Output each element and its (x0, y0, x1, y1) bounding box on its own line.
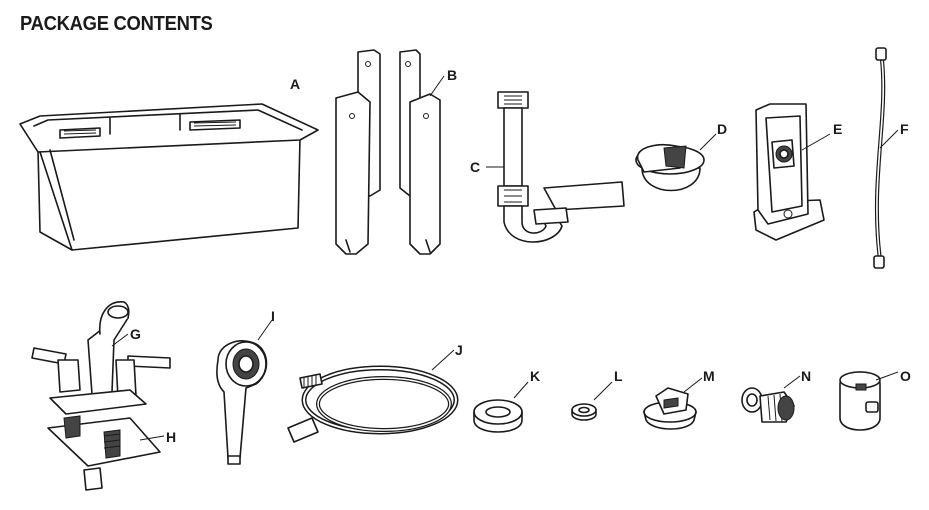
part-label-i: I (271, 308, 275, 324)
drain-stopper-icon (636, 134, 716, 191)
sink-basin-icon (20, 104, 318, 250)
large-washer-icon (474, 382, 528, 432)
part-label-m: M (703, 368, 715, 384)
strainer-nut-icon (644, 378, 702, 429)
hose-adapter-icon (742, 376, 800, 422)
faucet-mounting-plate-icon (48, 416, 164, 490)
part-label-l: L (614, 368, 623, 384)
hose-connector-icon (840, 372, 898, 430)
part-label-d: D (717, 121, 727, 137)
spray-hose-icon (288, 350, 456, 442)
small-washer-icon (572, 382, 612, 420)
part-label-k: K (530, 368, 540, 384)
part-label-b: B (447, 67, 457, 83)
part-label-e: E (833, 121, 842, 137)
part-label-n: N (801, 368, 811, 384)
part-label-o: O (900, 368, 911, 384)
supply-hose-icon (874, 48, 898, 268)
wall-bracket-icon (754, 104, 830, 240)
part-label-j: J (455, 342, 463, 358)
faucet-icon (32, 302, 170, 414)
sink-legs-icon (336, 50, 444, 254)
part-label-f: F (900, 121, 909, 137)
part-label-c: C (470, 159, 480, 175)
spray-head-icon (217, 320, 272, 464)
part-label-a: A (290, 76, 300, 92)
part-label-g: G (130, 326, 141, 342)
p-trap-drain-pipe-icon (486, 92, 624, 242)
part-label-h: H (166, 429, 176, 445)
